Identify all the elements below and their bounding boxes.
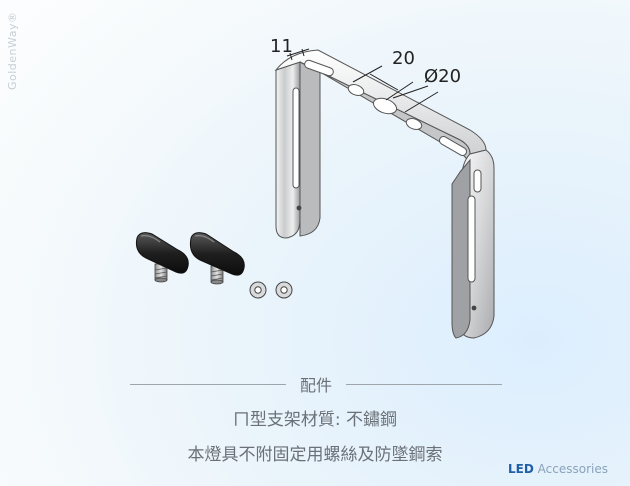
footer-led: LED — [508, 462, 534, 476]
divider-line-left — [130, 383, 286, 385]
section-title: 配件 — [300, 376, 333, 395]
washer-1 — [249, 281, 267, 299]
footer-accessories: Accessories — [537, 462, 608, 476]
dimension-lines — [286, 48, 439, 113]
bracket-right-arm — [451, 149, 495, 339]
washer-2 — [275, 281, 293, 299]
material-spec: ㄇ型支架材質: 不鏽鋼 — [232, 410, 398, 430]
installation-note: 本燈具不附固定用螺絲及防墜鋼索 — [187, 445, 443, 465]
section-divider: 配件 — [130, 374, 503, 395]
footer-brand: LED Accessories — [508, 462, 608, 476]
product-illustration: 11 20 Ø20 — [135, 36, 495, 339]
thumb-screw-2 — [189, 232, 245, 285]
bracket-left-arm — [275, 57, 321, 239]
dimension-slot-width: 11 — [270, 36, 293, 57]
divider-line-right — [346, 383, 503, 385]
thumb-screw-1 — [135, 232, 189, 283]
dimension-hole-spacing: 20 — [392, 48, 415, 69]
bracket-top-band — [274, 49, 487, 171]
dimension-hole-diameter: Ø20 — [424, 66, 461, 87]
